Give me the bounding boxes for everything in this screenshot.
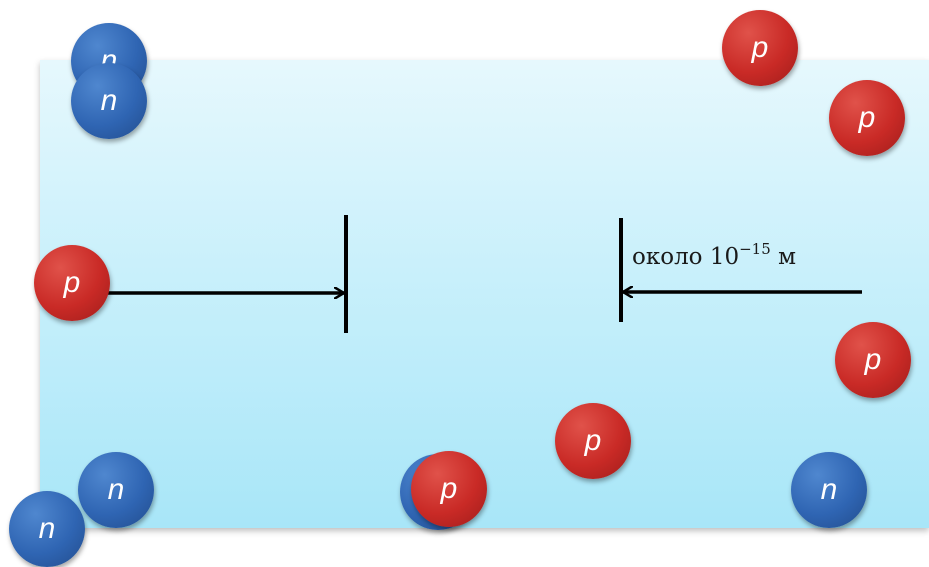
proton-particle: p — [555, 403, 631, 479]
neutron-particle: n — [71, 63, 147, 139]
neutron-particle: n — [791, 452, 867, 528]
proton-particle: p — [722, 10, 798, 86]
distance-label-unit: м — [770, 244, 796, 270]
proton-particle: p — [411, 451, 487, 527]
proton-particle: p — [835, 322, 911, 398]
neutron-particle: n — [78, 452, 154, 528]
distance-label-prefix: около 10 — [632, 244, 740, 270]
proton-particle: p — [34, 245, 110, 321]
distance-label: около 10−15 м — [632, 240, 796, 270]
proton-particle: p — [829, 80, 905, 156]
neutron-particle: n — [9, 491, 85, 567]
distance-label-exponent: −15 — [739, 240, 771, 258]
